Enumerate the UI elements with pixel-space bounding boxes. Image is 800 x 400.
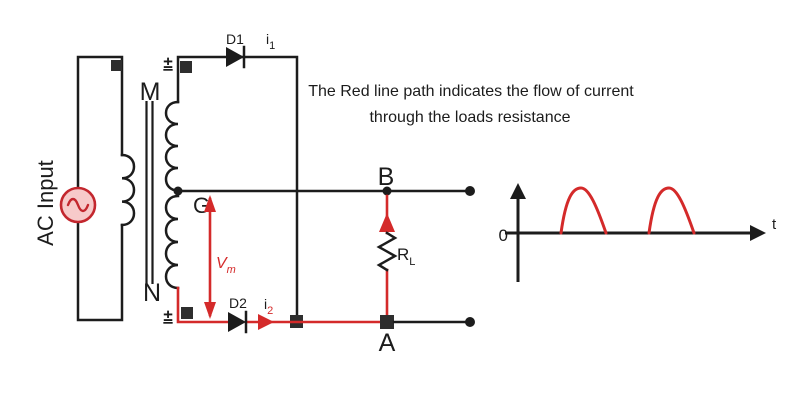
node-b-label: B — [378, 163, 395, 191]
current2-arrowhead-icon — [258, 314, 274, 330]
y-axis-arrow-icon — [510, 183, 526, 199]
time-axis-label: t — [772, 216, 777, 233]
b-node-dot — [382, 186, 392, 196]
red-wire-secondary-to-d2 — [176, 286, 230, 324]
vm-measure: Vm — [204, 195, 236, 319]
a-line-endpoint-dot — [465, 317, 475, 327]
terminal-n-label: N — [143, 279, 161, 307]
note-line2: through the loads resistance — [369, 109, 570, 126]
note-line1: The Red line path indicates the flow of … — [308, 83, 634, 100]
diode2-branch: D2 i2 — [228, 295, 273, 334]
note-text: The Red line path indicates the flow of … — [308, 83, 634, 126]
x-axis-arrow-icon — [750, 225, 766, 241]
node-a-square — [380, 315, 394, 329]
ac-input-label: AC Input — [33, 160, 58, 246]
polarity-top-symbol: ± — [163, 53, 172, 72]
load-resistor-label: RL — [397, 245, 415, 268]
primary-terminal-square — [111, 60, 122, 71]
diode2-icon — [228, 312, 246, 332]
secondary-top-wire — [176, 55, 299, 324]
secondary-coil-top — [164, 100, 180, 192]
output-waveform: 0 t — [499, 183, 777, 282]
secondary-circuit: M ± N ± — [140, 53, 299, 325]
primary-wire-top — [76, 55, 124, 190]
diode1-branch: D1 i1 — [226, 31, 303, 328]
load-resistor-icon — [376, 231, 398, 272]
load-branch: RL A — [376, 231, 475, 357]
primary-coil — [120, 153, 136, 227]
load-current-arrowhead-icon — [379, 213, 395, 232]
current2-label: i2 — [264, 296, 273, 317]
polarity-bottom-symbol: ± — [163, 306, 172, 325]
diode1-label: D1 — [226, 31, 244, 47]
sine-symbol-icon — [66, 197, 90, 213]
vm-arrow-bottom-icon — [204, 302, 216, 319]
primary-wire-bottom — [76, 220, 124, 322]
red-current-path — [176, 194, 395, 330]
transformer-core — [145, 101, 154, 284]
g-node-dot — [173, 186, 183, 196]
secondary-bottom-terminal-square — [181, 307, 193, 319]
secondary-coil-bottom — [164, 194, 180, 290]
waveform-hump2 — [647, 186, 696, 235]
origin-label: 0 — [499, 226, 508, 245]
diode1-icon — [226, 47, 244, 67]
b-line-endpoint-dot — [465, 186, 475, 196]
current1-label: i1 — [266, 31, 275, 52]
vm-arrow-top-icon — [204, 195, 216, 212]
center-tap-line: G B — [173, 163, 475, 218]
diode2-label: D2 — [229, 295, 247, 311]
terminal-m-label: M — [140, 78, 161, 106]
secondary-top-terminal-square — [180, 61, 192, 73]
node-a-label: A — [379, 329, 396, 357]
primary-circuit: AC Input — [33, 55, 136, 322]
waveform-hump1 — [559, 186, 608, 235]
vm-label: Vm — [216, 255, 236, 276]
